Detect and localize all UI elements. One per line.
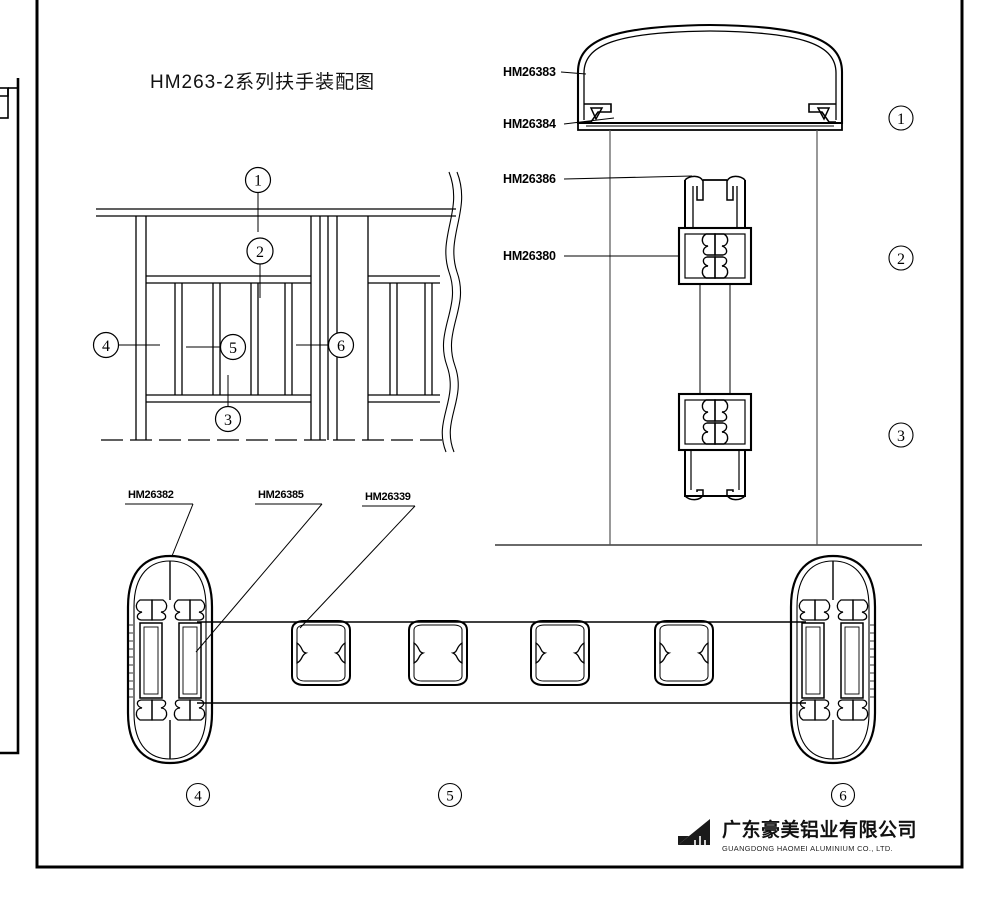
callout-number: 6 xyxy=(337,338,345,355)
callout-number: 1 xyxy=(897,111,905,128)
detail-handrail-profile xyxy=(576,23,844,131)
elevation-leaders xyxy=(119,193,329,407)
detail-callout-2: 2 xyxy=(888,245,914,271)
callout-number: 6 xyxy=(839,789,847,805)
company-name-cn: 广东豪美铝业有限公司 xyxy=(722,818,917,841)
detail-callouts: 1 2 3 xyxy=(888,105,914,448)
callout-1: 1 xyxy=(244,166,272,194)
drawing-title: HM263-2系列扶手装配图 xyxy=(150,71,375,93)
company-logo-block: 广东豪美铝业有限公司 GUANGDONG HAOMEI ALUMINIUM CO… xyxy=(674,816,917,853)
detail-post-lower xyxy=(677,392,753,501)
company-logo-icon xyxy=(674,816,714,848)
baluster-section xyxy=(654,620,714,686)
handrail-outer xyxy=(576,23,844,125)
plan-callouts: 4 5 6 xyxy=(185,782,856,808)
plan-callout-6: 6 xyxy=(830,782,856,808)
plan-callout-4: 4 xyxy=(185,782,211,808)
part-label-hm26380: HM26380 xyxy=(503,249,556,263)
part-label-hm26384: HM26384 xyxy=(503,117,556,131)
plan-end-post-left xyxy=(126,554,214,765)
callout-number: 1 xyxy=(254,173,262,190)
plan-end-post-right xyxy=(789,554,877,765)
callout-number: 3 xyxy=(224,412,232,429)
callout-number: 3 xyxy=(897,428,905,445)
baluster-section xyxy=(530,620,590,686)
callout-number: 2 xyxy=(897,251,905,268)
part-label-hm26386: HM26386 xyxy=(503,172,556,186)
callout-5: 5 xyxy=(219,333,247,361)
break-line-wavy xyxy=(441,171,455,453)
baluster-group xyxy=(174,283,433,395)
callout-number: 5 xyxy=(229,340,237,357)
detail-extension-lines xyxy=(609,130,818,545)
end-post-outer-left xyxy=(126,554,214,765)
end-post-outer-right xyxy=(789,554,877,765)
plan-callout-5: 5 xyxy=(437,782,463,808)
bottom-label-leaders xyxy=(125,503,416,653)
callout-4: 4 xyxy=(92,331,120,359)
baluster-section xyxy=(408,620,468,686)
part-label-hm26339: HM26339 xyxy=(365,491,411,503)
part-label-hm26382: HM26382 xyxy=(128,489,174,501)
plan-baluster-sections xyxy=(291,620,714,686)
detail-post-upper xyxy=(677,175,753,394)
callout-2: 2 xyxy=(246,237,274,265)
right-label-leaders xyxy=(560,71,693,257)
handrail-base-plate xyxy=(577,122,843,131)
detail-callout-1: 1 xyxy=(888,105,914,131)
plan-rail-body xyxy=(197,621,806,704)
elevation-view xyxy=(96,171,463,453)
company-name-en: GUANGDONG HAOMEI ALUMINIUM CO., LTD. xyxy=(722,844,893,853)
callout-number: 2 xyxy=(256,244,264,261)
part-label-hm26383: HM26383 xyxy=(503,65,556,79)
callout-number: 5 xyxy=(446,789,454,805)
sheet-frame xyxy=(0,0,964,869)
callout-6: 6 xyxy=(327,331,355,359)
baluster-section xyxy=(291,620,351,686)
part-label-hm26385: HM26385 xyxy=(258,489,304,501)
elevation-callouts: 1 2 3 4 5 6 xyxy=(92,166,355,433)
callout-3: 3 xyxy=(214,405,242,433)
detail-callout-3: 3 xyxy=(888,422,914,448)
callout-number: 4 xyxy=(194,789,202,805)
callout-number: 4 xyxy=(102,338,110,355)
